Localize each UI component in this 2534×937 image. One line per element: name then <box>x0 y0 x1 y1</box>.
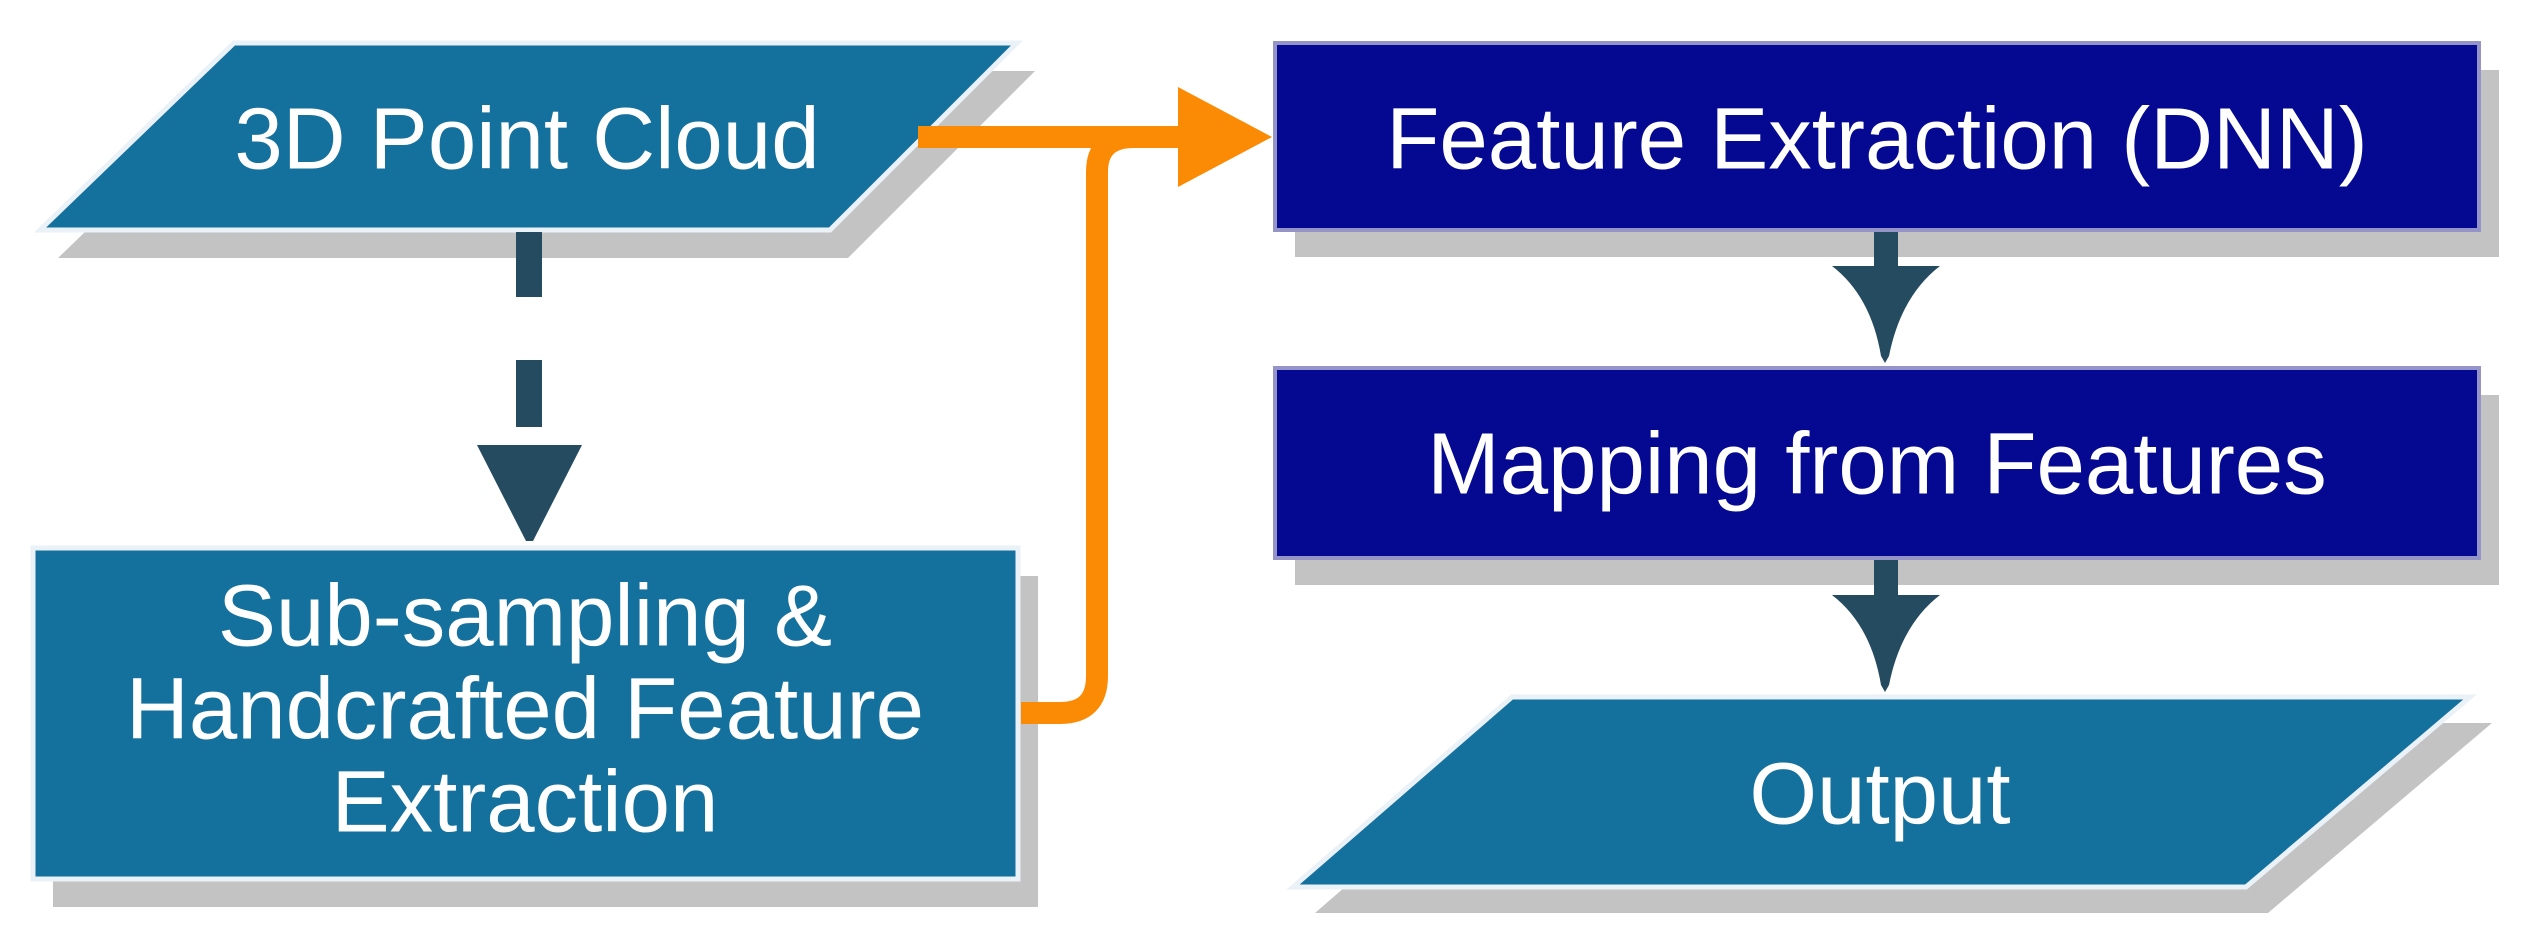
subsampling-label-line1: Sub-sampling & <box>218 568 832 665</box>
dash-segment <box>516 232 542 297</box>
output-label: Output <box>1749 746 2010 843</box>
arrowhead-down-icon <box>1832 266 1940 363</box>
edge-mapping-to-output <box>1832 560 1940 692</box>
orange-elbow-connector <box>1021 126 1180 724</box>
mapping-label: Mapping from Features <box>1427 416 2326 513</box>
point-cloud-label: 3D Point Cloud <box>234 91 819 188</box>
arrow-stem <box>1874 560 1898 598</box>
edge-pointcloud-to-subsampling <box>477 232 582 541</box>
arrowhead-down-icon <box>477 445 582 541</box>
feature-extraction-label: Feature Extraction (DNN) <box>1386 91 2367 188</box>
dash-segment <box>516 360 542 427</box>
edge-feature-extraction-to-mapping <box>1832 232 1940 363</box>
arrowhead-down-icon <box>1832 595 1940 692</box>
arrow-stem <box>1874 232 1898 270</box>
arrowhead-right-icon <box>1178 87 1272 187</box>
subsampling-label-line2: Handcrafted Feature <box>126 661 924 758</box>
subsampling-label-line3: Extraction <box>332 754 719 851</box>
edge-pointcloud-to-feature-extraction <box>918 87 1272 187</box>
edge-subsampling-to-feature-extraction <box>1021 126 1180 724</box>
